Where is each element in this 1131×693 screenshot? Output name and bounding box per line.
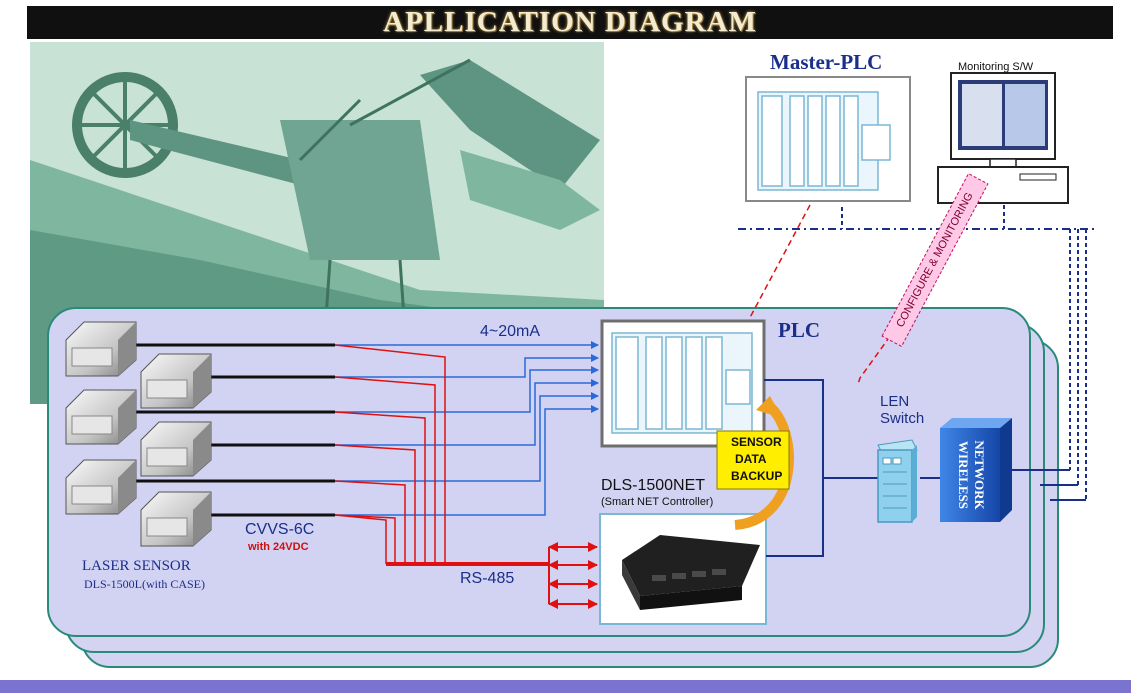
wireless-network-box: [940, 418, 1012, 522]
plant-panels: [47, 307, 1059, 668]
laser-sensor-5: [65, 459, 137, 515]
laser-sensors: [65, 321, 212, 547]
backup-line-3: BACKUP: [731, 469, 783, 483]
laser-sensor-6: [140, 491, 212, 547]
sensor-model: DLS-1500L(with CASE): [84, 577, 205, 591]
configure-band: [881, 172, 989, 348]
switch-label-line-2: Switch: [880, 410, 925, 427]
sensor-name: LASER SENSOR: [82, 558, 191, 574]
plc-unit: [600, 319, 766, 448]
monitoring-computer: [937, 72, 1069, 204]
signal-label: 4~20mA: [480, 323, 541, 340]
laser-sensor-4: [140, 421, 212, 477]
network-backbone: [738, 205, 1095, 501]
switch-label-line-1: LEN: [880, 393, 910, 410]
rs485-label: RS-485: [460, 570, 515, 587]
ethernet-lines: [764, 379, 940, 557]
sensor-cables: [136, 343, 335, 517]
backup-box: [716, 430, 790, 490]
master-plc: [745, 76, 911, 202]
controller-subtitle: (Smart NET Controller): [601, 496, 714, 508]
monitoring-label: Monitoring S/W: [958, 61, 1034, 73]
plc-label: PLC: [778, 318, 820, 342]
title-bar: APLLICATION DIAGRAM: [27, 6, 1113, 39]
cable-name: CVVS-6C: [245, 521, 315, 538]
laser-sensor-1: [65, 321, 137, 377]
wireless-label-line-2: NETWORK: [972, 440, 987, 510]
bottom-bar: [0, 680, 1131, 693]
cable-subtitle: with 24VDC: [248, 541, 309, 553]
laser-sensor-2: [140, 353, 212, 409]
len-switch: [877, 439, 918, 523]
wireless-label-line-1: WIRELESS: [956, 441, 971, 509]
backup-line-2: DATA: [735, 452, 767, 466]
controller-name: DLS-1500NET: [601, 477, 706, 494]
laser-sensor-3: [65, 389, 137, 445]
rs485-arrows: [548, 542, 598, 609]
backup-line-1: SENSOR: [731, 435, 782, 449]
master-plc-label: Master-PLC: [770, 50, 883, 74]
diagram-title: APLLICATION DIAGRAM: [383, 6, 757, 38]
dls-1500net-controller: [599, 513, 767, 625]
rs485-lines: [334, 344, 446, 564]
